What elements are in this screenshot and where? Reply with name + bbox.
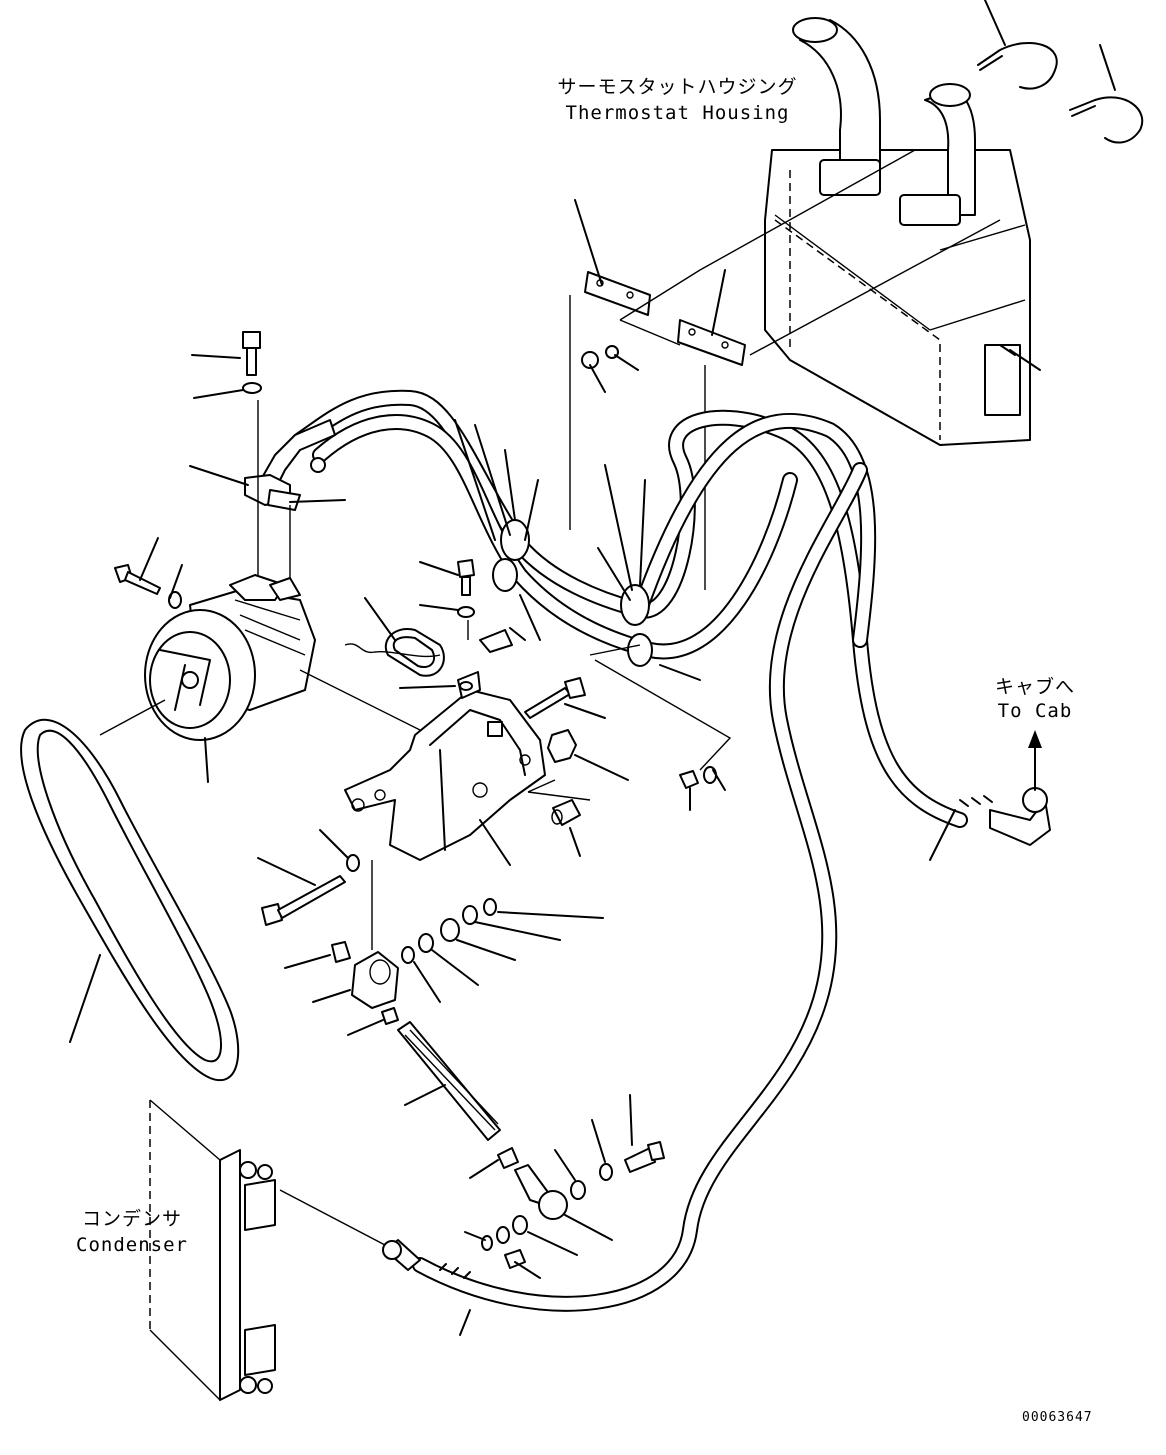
drain-hose-loops: [977, 0, 1144, 144]
ac-compressor: [114, 537, 441, 783]
condenser-label-en: Condenser: [76, 1234, 188, 1256]
condenser: [149, 1099, 471, 1401]
refrigerant-hoses: [292, 389, 1051, 1312]
drawing-part-number: 00063647: [1022, 1410, 1093, 1425]
thermostat-housing-label-en: Thermostat Housing: [565, 102, 790, 124]
condenser-label-jp: コンデンサ: [81, 1208, 182, 1230]
fitting-assembly: [284, 898, 665, 1279]
thermostat-housing: [764, 17, 1041, 446]
to-cab-label-en: To Cab: [997, 700, 1073, 722]
v-belt: [20, 699, 240, 1082]
to-cab-label-jp: キャブへ: [994, 676, 1075, 698]
thermostat-housing-label-jp: サーモスタットハウジング: [557, 76, 798, 98]
hose-clamp-plates: [569, 149, 1001, 590]
to-cab-arrow: [929, 730, 1042, 861]
compressor-mount-bracket: [257, 659, 732, 950]
compressor-fittings: [189, 331, 346, 600]
leader-lines: [454, 419, 701, 681]
clamp-small-parts: [344, 559, 526, 699]
